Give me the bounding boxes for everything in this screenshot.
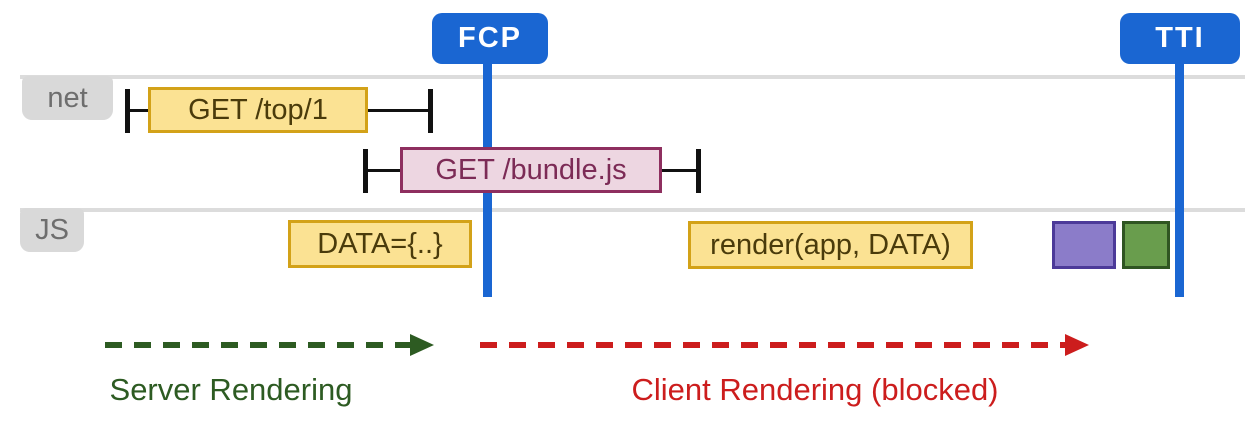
purple-task-block (1052, 221, 1116, 269)
net-lane-label: net (22, 76, 113, 120)
tti-marker-line (1175, 56, 1184, 297)
server-rendering-arrowhead-icon (410, 334, 434, 356)
fcp-badge: FCP (432, 13, 548, 64)
get-bundle-end-tick (696, 149, 701, 193)
server-rendering-label: Server Rendering (109, 372, 353, 407)
get-top1-right-whisker (368, 109, 428, 112)
green-task-block (1122, 221, 1170, 269)
get-top1-end-tick (428, 89, 433, 133)
get-top1-start-tick (125, 89, 130, 133)
client-rendering-label: Client Rendering (blocked) (631, 372, 999, 407)
client-rendering-arrow (480, 342, 1065, 348)
client-rendering-arrowhead-icon (1065, 334, 1089, 356)
js-lane-label: JS (20, 208, 84, 252)
data-task-box: DATA={..} (288, 220, 472, 268)
get-bundle-right-whisker (662, 169, 696, 172)
js-lane-line (20, 208, 1245, 212)
get-bundle-start-tick (363, 149, 368, 193)
net-lane-line (20, 75, 1245, 79)
get-top1-left-whisker (130, 109, 148, 112)
server-rendering-arrow (105, 342, 410, 348)
get-bundle-left-whisker (368, 169, 400, 172)
get-bundle-request-box: GET /bundle.js (400, 147, 662, 193)
render-task-box: render(app, DATA) (688, 221, 973, 269)
get-top1-request-box: GET /top/1 (148, 87, 368, 133)
tti-badge: TTI (1120, 13, 1240, 64)
